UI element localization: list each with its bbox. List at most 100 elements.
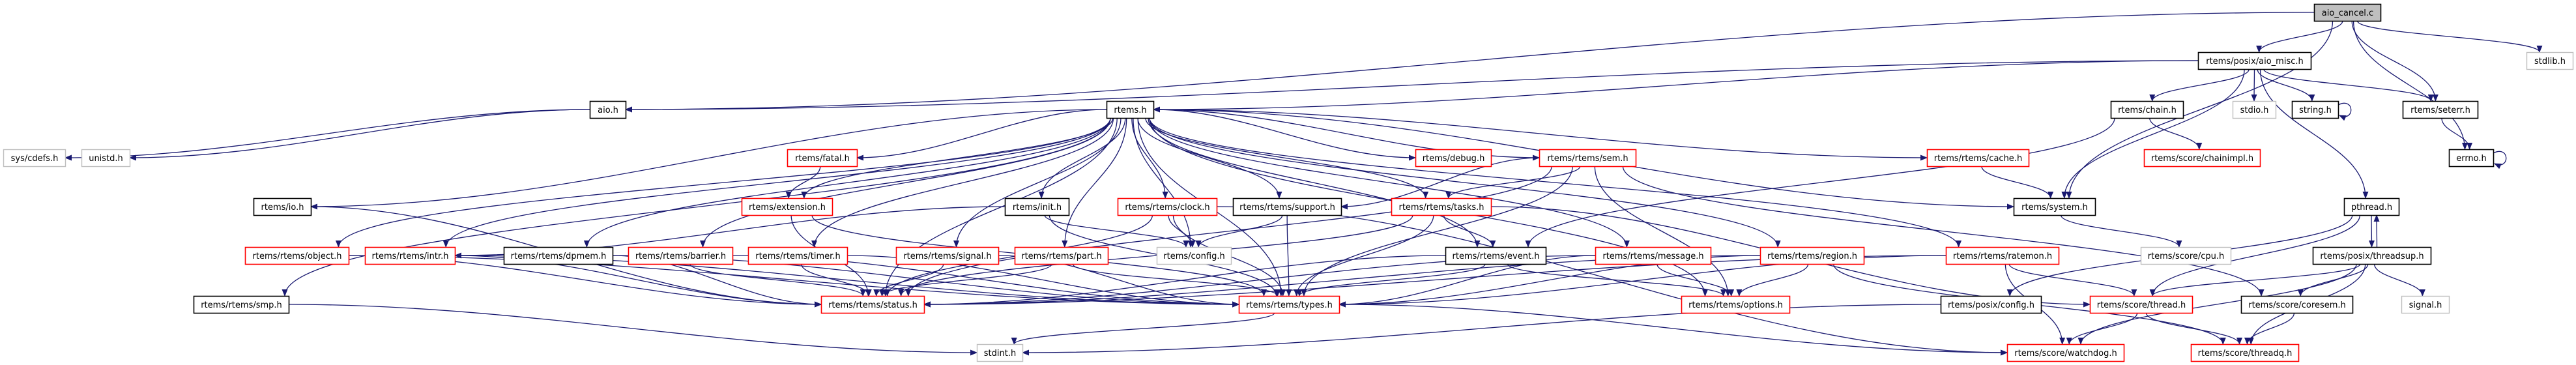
node-label[interactable]: rtems/score/chainimpl.h [2151, 154, 2253, 164]
node-cache-h[interactable]: rtems/rtems/cache.h [1926, 149, 2030, 168]
node-debug-h[interactable]: rtems/debug.h [1415, 149, 1492, 168]
node-intr-h[interactable]: rtems/rtems/intr.h [364, 246, 456, 265]
node-label[interactable]: rtems/rtems/message.h [1602, 252, 1703, 261]
node-label[interactable]: rtems/io.h [261, 203, 304, 212]
node-box[interactable] [2110, 100, 2184, 119]
node-box[interactable] [1759, 246, 1865, 265]
node-box[interactable] [1014, 246, 1109, 265]
node-label[interactable]: rtems/rtems/part.h [1021, 252, 1102, 261]
node-label[interactable]: rtems/posix/threadsup.h [2320, 252, 2424, 261]
node-label[interactable]: rtems/chain.h [2118, 106, 2177, 115]
node-part-h[interactable]: rtems/rtems/part.h [1014, 246, 1109, 265]
node-box[interactable] [1232, 197, 1342, 216]
node-label[interactable]: rtems/rtems/support.h [1239, 203, 1335, 212]
node-box[interactable] [2402, 100, 2479, 119]
node-box[interactable] [747, 246, 848, 265]
node-box[interactable] [2013, 197, 2096, 216]
node-box[interactable] [895, 246, 1000, 265]
node-options-h[interactable]: rtems/rtems/options.h [1681, 295, 1791, 314]
node-label[interactable]: rtems/rtems/sem.h [1547, 154, 1628, 164]
node-label[interactable]: rtems/score/threadq.h [2198, 349, 2293, 358]
node-label[interactable]: rtems/score/watchdog.h [2014, 349, 2117, 358]
node-pthread-h[interactable]: pthread.h [2343, 197, 2400, 216]
node-box[interactable] [193, 295, 290, 314]
node-label[interactable]: rtems/rtems/options.h [1688, 300, 1783, 310]
node-box[interactable] [2343, 197, 2400, 216]
node-label[interactable]: rtems/rtems/dpmem.h [511, 252, 607, 261]
node-extension-h[interactable]: rtems/extension.h [741, 197, 833, 216]
node-box[interactable] [741, 197, 833, 216]
node-box[interactable] [2143, 149, 2261, 168]
node-event-h[interactable]: rtems/rtems/event.h [1445, 246, 1547, 265]
node-aio-misc-h[interactable]: rtems/posix/aio_misc.h [2197, 51, 2312, 70]
node-string-h[interactable]: string.h [2291, 100, 2339, 119]
node-label[interactable]: rtems/fatal.h [795, 154, 850, 164]
node-label[interactable]: rtems/rtems/cache.h [1934, 154, 2022, 164]
node-box[interactable] [787, 149, 858, 168]
node-signal-rtems-h[interactable]: rtems/rtems/signal.h [895, 246, 1000, 265]
node-box[interactable] [2089, 295, 2193, 314]
node-dpmem-h[interactable]: rtems/rtems/dpmem.h [503, 246, 614, 265]
node-box[interactable] [253, 197, 312, 216]
node-ratemon-h[interactable]: rtems/rtems/ratemon.h [1945, 246, 2060, 265]
node-box[interactable] [2312, 246, 2432, 265]
node-box[interactable] [1106, 100, 1155, 119]
node-label[interactable]: rtems/seterr.h [2410, 106, 2470, 115]
node-aio-h[interactable]: aio.h [589, 100, 627, 119]
node-box[interactable] [1940, 295, 2042, 314]
node-seterr-h[interactable]: rtems/seterr.h [2402, 100, 2479, 119]
node-box[interactable] [1415, 149, 1492, 168]
node-chain-h[interactable]: rtems/chain.h [2110, 100, 2184, 119]
node-label[interactable]: rtems/score/coresem.h [2248, 300, 2346, 310]
node-system-h[interactable]: rtems/system.h [2013, 197, 2096, 216]
node-posix-config-h[interactable]: rtems/posix/config.h [1940, 295, 2042, 314]
node-label[interactable]: rtems/rtems/timer.h [755, 252, 840, 261]
node-label[interactable]: rtems/rtems/ratemon.h [1953, 252, 2052, 261]
node-io-h[interactable]: rtems/io.h [253, 197, 312, 216]
node-box[interactable] [2197, 51, 2312, 70]
node-threadsup-h[interactable]: rtems/posix/threadsup.h [2312, 246, 2432, 265]
node-label[interactable]: rtems/extension.h [749, 203, 826, 212]
node-box[interactable] [820, 295, 925, 314]
node-sem-h[interactable]: rtems/rtems/sem.h [1539, 149, 1637, 168]
node-tasks-h[interactable]: rtems/rtems/tasks.h [1391, 197, 1492, 216]
node-label[interactable]: rtems/score/thread.h [2097, 300, 2186, 310]
node-label[interactable]: rtems/rtems/object.h [253, 252, 342, 261]
node-box[interactable] [1681, 295, 1791, 314]
node-label[interactable]: rtems/rtems/intr.h [372, 252, 449, 261]
node-box[interactable] [1117, 197, 1218, 216]
node-label[interactable]: rtems/rtems/types.h [1246, 300, 1333, 310]
node-box[interactable] [1391, 197, 1492, 216]
node-init-h[interactable]: rtems/init.h [1004, 197, 1070, 216]
node-box[interactable] [2240, 295, 2354, 314]
node-threadq-h[interactable]: rtems/score/threadq.h [2190, 343, 2300, 362]
node-label[interactable]: rtems/rtems/tasks.h [1398, 203, 1484, 212]
node-label[interactable]: rtems/rtems/barrier.h [635, 252, 726, 261]
node-label[interactable]: pthread.h [2351, 203, 2392, 212]
node-label[interactable]: rtems/posix/aio_misc.h [2206, 57, 2304, 66]
node-thread-h[interactable]: rtems/score/thread.h [2089, 295, 2193, 314]
node-box[interactable] [1004, 197, 1070, 216]
node-label[interactable]: rtems/init.h [1013, 203, 1062, 212]
node-types-h[interactable]: rtems/rtems/types.h [1238, 295, 1340, 314]
node-label[interactable]: rtems/rtems/region.h [1767, 252, 1857, 261]
node-label[interactable]: errno.h [2456, 154, 2487, 164]
node-object-h[interactable]: rtems/rtems/object.h [244, 246, 350, 265]
node-errno-h[interactable]: errno.h [2448, 149, 2495, 168]
node-rtems-h[interactable]: rtems.h [1106, 100, 1155, 119]
node-label[interactable]: rtems/rtems/status.h [828, 300, 918, 310]
node-box[interactable] [1445, 246, 1547, 265]
node-support-h[interactable]: rtems/rtems/support.h [1232, 197, 1342, 216]
node-smp-h[interactable]: rtems/rtems/smp.h [193, 295, 290, 314]
node-box[interactable] [589, 100, 627, 119]
node-box[interactable] [2291, 100, 2339, 119]
node-label[interactable]: aio.h [598, 106, 618, 115]
node-box[interactable] [2006, 343, 2125, 362]
node-box[interactable] [1945, 246, 2060, 265]
node-box[interactable] [1926, 149, 2030, 168]
node-box[interactable] [628, 246, 734, 265]
node-watchdog-h[interactable]: rtems/score/watchdog.h [2006, 343, 2125, 362]
node-box[interactable] [1539, 149, 1637, 168]
node-label[interactable]: rtems/rtems/clock.h [1125, 203, 1209, 212]
node-box[interactable] [364, 246, 456, 265]
